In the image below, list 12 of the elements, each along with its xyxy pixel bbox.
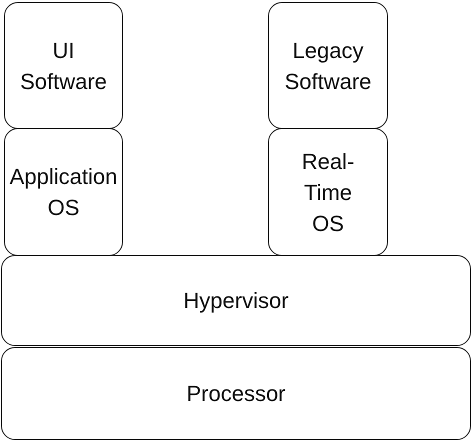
- layer-label: UI Software: [20, 36, 107, 96]
- software-layer-box: [268, 2, 388, 129]
- layer-label: Hypervisor: [183, 287, 289, 315]
- processor-layer-box: [1, 347, 471, 440]
- hypervisor-layer-box: [1, 255, 471, 346]
- layer-label: Real-Time OS: [302, 148, 354, 238]
- layer-label: Processor: [186, 380, 286, 408]
- layer-label: Legacy Software: [284, 36, 372, 96]
- layer-label: Application OS: [10, 163, 118, 222]
- software-layer-box: [4, 2, 123, 129]
- os-layer-box: [268, 128, 388, 256]
- os-layer-box: [4, 128, 123, 256]
